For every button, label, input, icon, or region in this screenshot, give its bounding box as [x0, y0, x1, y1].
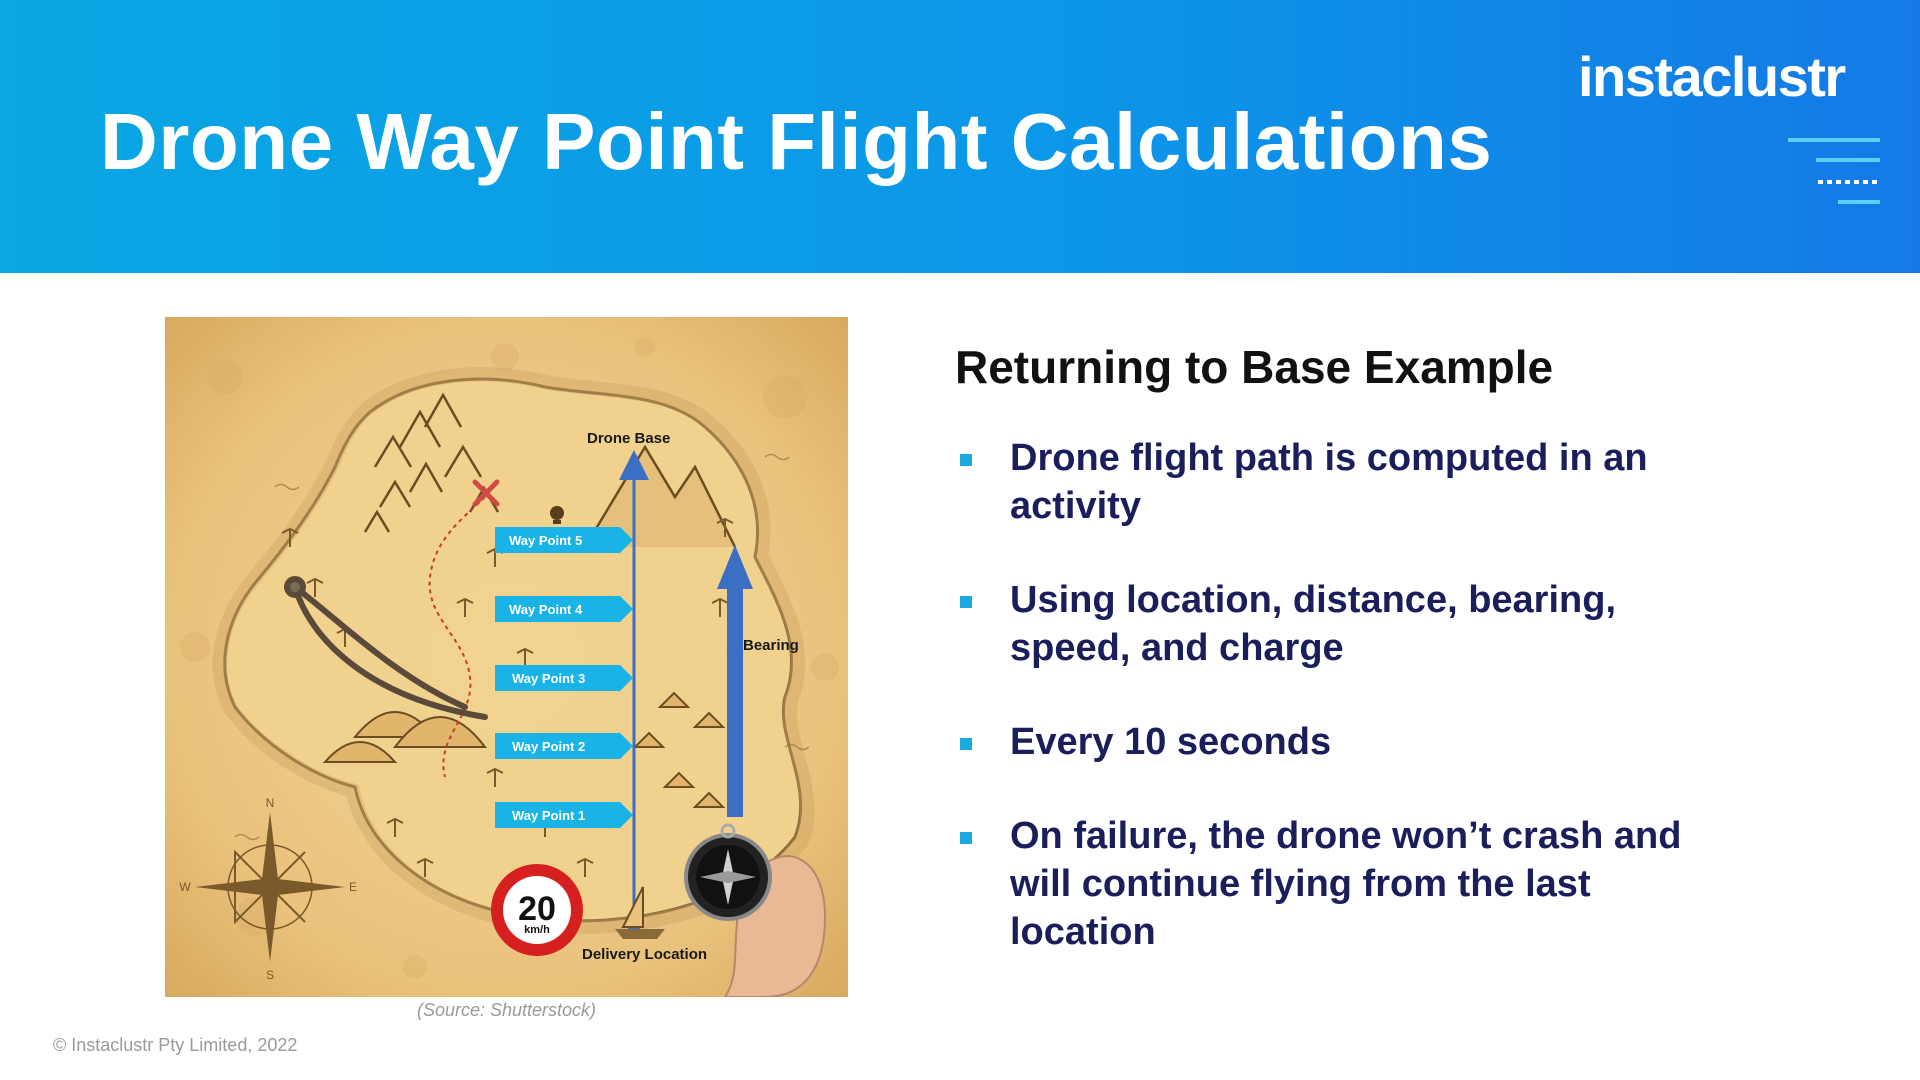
- bullet-square-icon: [960, 832, 972, 844]
- island-shore: [212, 367, 815, 935]
- waves-icon: [234, 453, 810, 841]
- waypoint-flag-2: Way Point 2: [495, 733, 633, 759]
- delivery-location-label: Delivery Location: [582, 946, 707, 963]
- bullet-item: Drone flight path is computed in an acti…: [955, 434, 1735, 530]
- waypoint-flag-3: Way Point 3: [495, 665, 633, 691]
- content-heading: Returning to Base Example: [955, 341, 1554, 393]
- copyright-footer: © Instaclustr Pty Limited, 2022: [53, 1035, 298, 1055]
- hills-icon: [322, 711, 488, 763]
- instaclustr-logo: instaclustr: [1578, 45, 1846, 108]
- waypoint-flag-5: Way Point 5: [495, 527, 633, 553]
- mountains-icon: [363, 392, 500, 533]
- header-banner: Drone Way Point Flight Calculations inst…: [0, 0, 1920, 273]
- hand-compass-icon: [684, 823, 827, 997]
- bullet-text: On failure, the drone won’t crash and wi…: [1010, 815, 1682, 953]
- boat-icon: [615, 886, 665, 939]
- mountain-right-icon: [583, 444, 737, 548]
- bullet-square-icon: [960, 738, 972, 750]
- compass-e-label: E: [349, 880, 357, 894]
- bullet-text: Drone flight path is computed in an acti…: [1010, 437, 1648, 527]
- bearing-label: Bearing: [743, 637, 799, 654]
- speed-unit: km/h: [524, 924, 550, 936]
- waypoint-4-label: Way Point 4: [509, 602, 583, 617]
- waypoint-flag-1: Way Point 1: [495, 802, 633, 828]
- huts-icon: [632, 691, 726, 808]
- waypoint-2-label: Way Point 2: [512, 739, 585, 754]
- treasure-map-figure: N S E W Way Point 5 Way Point: [165, 317, 848, 997]
- speed-limit-sign-icon: 20 km/h: [491, 864, 583, 956]
- image-source-caption: (Source: Shutterstock): [416, 1000, 597, 1020]
- bullet-item: Using location, distance, bearing, speed…: [955, 576, 1735, 672]
- bullet-list: Drone flight path is computed in an acti…: [955, 434, 1735, 1002]
- compass-s-label: S: [266, 968, 274, 982]
- waypoint-flag-4: Way Point 4: [495, 596, 633, 622]
- compass-n-label: N: [266, 796, 275, 810]
- slide-title: Drone Way Point Flight Calculations: [100, 97, 1493, 186]
- compass-w-label: W: [179, 880, 191, 894]
- bullet-text: Using location, distance, bearing, speed…: [1010, 579, 1616, 669]
- waypoint-flags: Way Point 5 Way Point 4 Way Point 3 Way …: [495, 527, 633, 828]
- speed-value: 20: [518, 890, 556, 928]
- waypoint-1-label: Way Point 1: [512, 808, 585, 823]
- dividers-tool-icon: [284, 576, 488, 720]
- treasure-x-icon: [472, 479, 500, 507]
- drone-base-marker: [628, 459, 640, 471]
- treasure-path: [428, 496, 486, 778]
- parchment-texture: [180, 337, 839, 979]
- bearing-arrow-icon: [717, 545, 753, 817]
- bullet-square-icon: [960, 454, 972, 466]
- waypoint-5-label: Way Point 5: [509, 533, 582, 548]
- compass-rose-icon: N S E W: [179, 796, 357, 982]
- logo-lines-icon: [1788, 138, 1880, 204]
- map-illustration: N S E W Way Point 5 Way Point: [165, 317, 848, 997]
- bullet-text: Every 10 seconds: [1010, 721, 1332, 763]
- bullet-square-icon: [960, 596, 972, 608]
- bullet-item: On failure, the drone won’t crash and wi…: [955, 812, 1735, 956]
- skull-icon: [550, 506, 564, 524]
- bullet-item: Every 10 seconds: [955, 718, 1735, 766]
- drone-base-label: Drone Base: [587, 430, 670, 447]
- waypoint-3-label: Way Point 3: [512, 671, 585, 686]
